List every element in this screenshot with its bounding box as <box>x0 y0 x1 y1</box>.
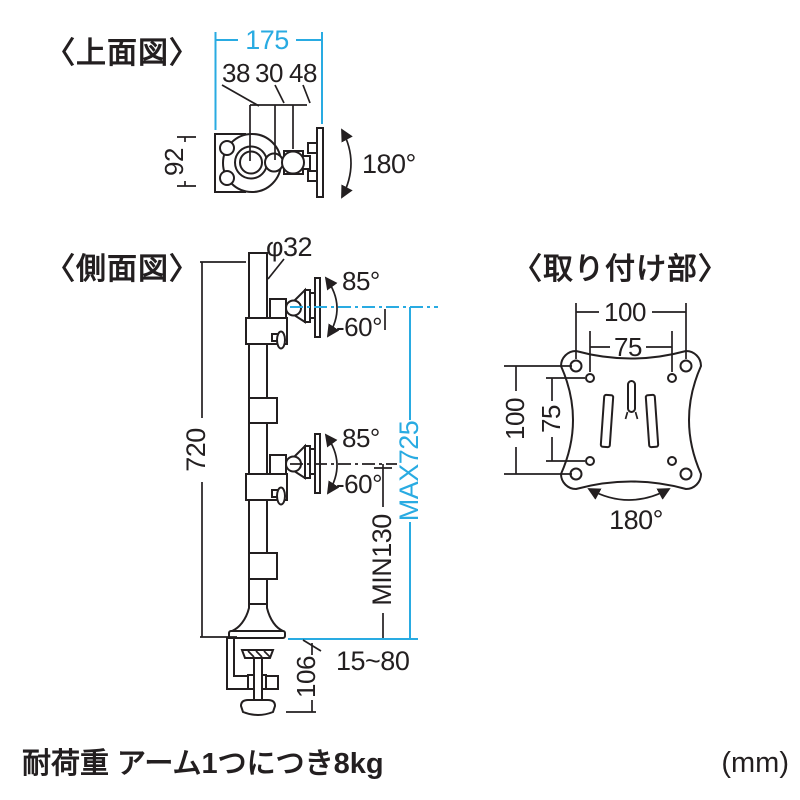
desk-clamp <box>226 637 279 716</box>
side-view: 〈側面図〉 <box>45 232 438 716</box>
dim-depth-total: 175 <box>245 25 289 55</box>
dim-min-height: MIN130 <box>367 514 397 606</box>
load-capacity-note: 耐荷重 アーム1つにつき8kg <box>22 747 384 780</box>
dim-desk-thickness: 15~80 <box>336 646 409 676</box>
arm2-tilt-up: 85° <box>342 423 380 453</box>
pole-collar-1 <box>248 397 278 424</box>
vesa-plate <box>559 349 703 491</box>
arm1-tilt-down: -60° <box>336 312 382 342</box>
dim-seg-48: 48 <box>289 58 317 88</box>
dim-vesa-width-100-lines <box>575 303 687 359</box>
arm1-tilt-arrow <box>324 276 340 338</box>
dim-vesa-height-75: 75 <box>536 405 566 433</box>
dim-segments-lines <box>221 84 311 161</box>
arm1-tilt-up: 85° <box>342 266 380 296</box>
mount-view-title: 〈取り付け部〉 <box>512 252 729 286</box>
dim-vesa-height-75-lines <box>546 377 585 462</box>
dim-vesa-height-100-lines <box>504 365 572 475</box>
top-swivel-arrow <box>341 128 353 199</box>
arm2-tilt-arrow <box>324 433 340 495</box>
dim-vesa-width-75: 75 <box>614 332 642 362</box>
dim-seg-30: 30 <box>255 58 283 88</box>
pole-base <box>228 603 286 639</box>
dim-pole-height: 720 <box>181 428 211 472</box>
mount-swivel-arrow <box>587 488 671 501</box>
dim-bracket-height-lines <box>177 136 196 187</box>
dim-vesa-width-100: 100 <box>604 297 646 327</box>
dim-pole-diameter-leader <box>267 258 285 280</box>
dim-clamp-height: 106 <box>291 656 321 698</box>
top-view-drawing <box>214 127 324 198</box>
top-view: 〈上面図〉 175 <box>45 25 416 199</box>
dim-pole-diameter: φ32 <box>266 232 312 262</box>
pole-collar-2 <box>248 552 278 580</box>
footer: 耐荷重 アーム1つにつき8kg (mm) <box>22 747 789 780</box>
dim-max-height: MAX725 <box>394 421 424 522</box>
top-view-title: 〈上面図〉 <box>45 37 200 70</box>
dim-height-92: 92 <box>159 148 189 176</box>
top-swivel-angle: 180° <box>362 149 416 179</box>
mount-view: 〈取り付け部〉 100 <box>500 252 729 535</box>
dim-clamp-height-lines <box>286 639 322 713</box>
side-view-title: 〈側面図〉 <box>45 253 200 286</box>
mount-swivel-angle: 180° <box>609 505 663 535</box>
arm2-tilt-down: -60° <box>336 469 382 499</box>
dim-depth-total-lines <box>214 32 323 130</box>
unit-note: (mm) <box>721 747 789 779</box>
dim-min-height-lines <box>374 464 392 638</box>
dim-vesa-height-100: 100 <box>500 398 530 440</box>
dim-pole-height-lines <box>200 261 246 638</box>
dim-seg-38: 38 <box>222 58 250 88</box>
dim-vesa-width-75-lines <box>589 331 673 372</box>
